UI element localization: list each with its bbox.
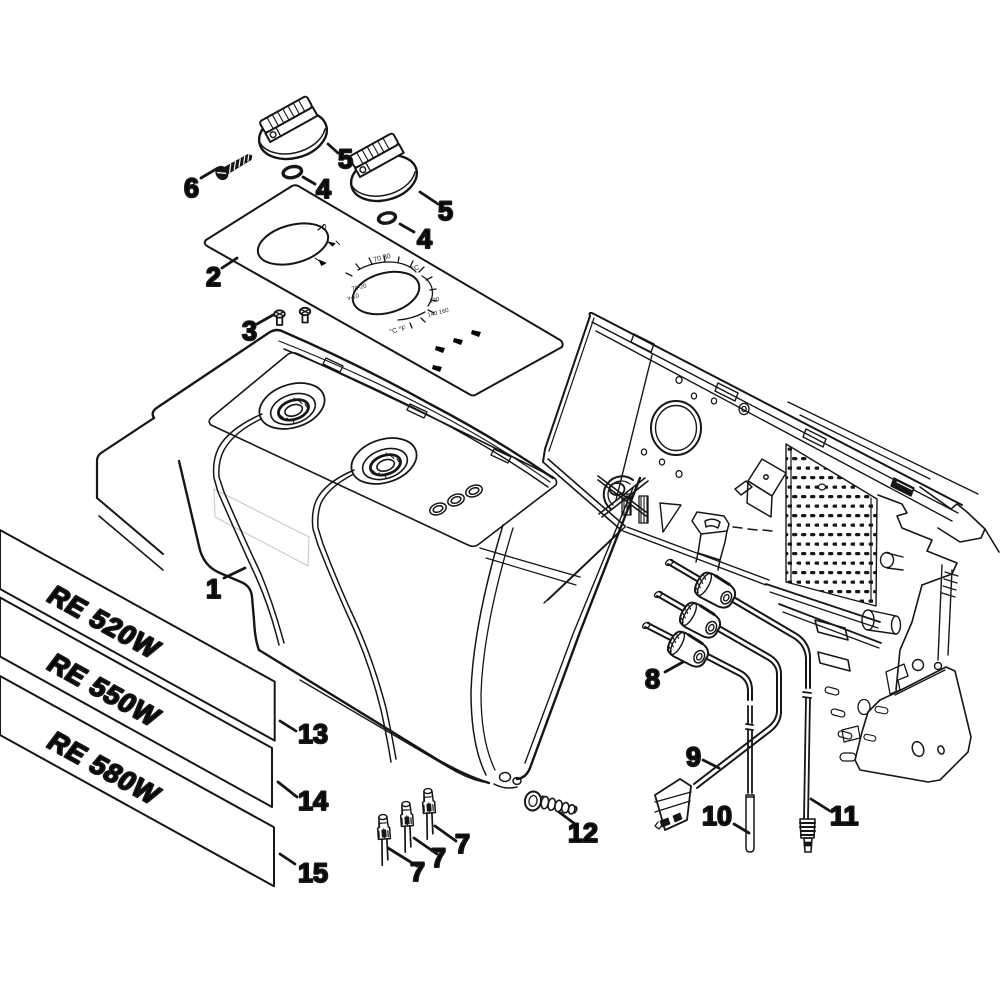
svg-text:8: 8	[645, 664, 660, 694]
svg-text:7: 7	[455, 829, 470, 859]
svg-text:120: 120	[429, 297, 441, 305]
svg-text:2: 2	[206, 262, 221, 292]
svg-text:70 80: 70 80	[373, 253, 392, 264]
svg-text:4: 4	[417, 224, 432, 254]
svg-text:0: 0	[322, 223, 327, 232]
svg-text:10: 10	[702, 801, 732, 831]
svg-text:12: 12	[568, 818, 598, 848]
svg-text:°C °F: °C °F	[389, 324, 407, 336]
svg-text:3: 3	[242, 316, 257, 346]
svg-text:9: 9	[686, 742, 701, 772]
svg-text:1: 1	[206, 574, 221, 604]
svg-text:70-20: 70-20	[351, 283, 368, 293]
svg-text:11: 11	[830, 801, 859, 831]
svg-text:7: 7	[431, 843, 446, 873]
svg-text:6: 6	[184, 173, 199, 203]
svg-text:4: 4	[316, 174, 331, 204]
svg-text:13: 13	[298, 719, 328, 749]
svg-text:v-10: v-10	[347, 293, 360, 302]
svg-text:5: 5	[338, 144, 353, 174]
svg-text:7: 7	[410, 857, 425, 887]
svg-text:140 160: 140 160	[427, 308, 450, 319]
svg-text:°C: °C	[411, 263, 421, 273]
svg-text:5: 5	[438, 196, 453, 226]
svg-text:14: 14	[298, 786, 328, 816]
svg-text:15: 15	[298, 858, 328, 888]
